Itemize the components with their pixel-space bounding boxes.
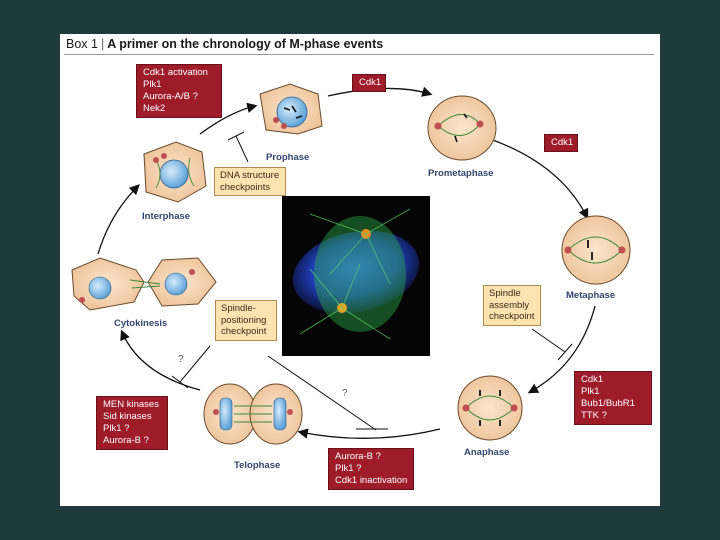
checkpoint-line: Spindle- (221, 303, 256, 314)
kinase-item: Cdk1 inactivation (335, 475, 408, 486)
figure-panel: Box 1|A primer on the chronology of M-ph… (60, 34, 660, 506)
question-mark-upper: ? (178, 354, 184, 365)
arrow-prometaphase-to-metaphase (489, 138, 589, 220)
inhibition-lines (171, 131, 573, 431)
kinase-item: Plk1 ? (335, 463, 362, 474)
label-metaphase: Metaphase (566, 290, 616, 301)
label-prometaphase: Prometaphase (428, 168, 494, 179)
cell-metaphase (561, 215, 631, 285)
label-prophase: Prophase (266, 152, 310, 163)
kinase-box-cdk1-a: Cdk1 (352, 74, 386, 92)
figure-title: Box 1|A primer on the chronology of M-ph… (66, 37, 383, 51)
kinase-item: Plk1 ? (103, 423, 130, 434)
kinase-item: Bub1/BubR1 (581, 398, 635, 409)
kinase-box-telophase: MEN kinases Sid kinases Plk1 ? Aurora-B … (96, 396, 168, 450)
kinase-box-metaphase: Cdk1 Plk1 Bub1/BubR1 TTK ? (574, 371, 652, 425)
arrow-cytokinesis-to-interphase (97, 184, 140, 255)
kinase-item: Cdk1 (581, 374, 604, 385)
label-cytokinesis: Cytokinesis (114, 318, 168, 329)
arrow-metaphase-to-anaphase (527, 305, 596, 394)
checkpoint-line: DNA structure (220, 170, 280, 181)
kinase-item: TTK ? (581, 410, 607, 421)
kinase-item: Cdk1 (359, 77, 382, 88)
kinase-item: Aurora-A/B ? (143, 91, 198, 102)
spindle-assembly-bar (557, 343, 573, 361)
spindle-positioning-inhibition (179, 345, 211, 383)
dna-checkpoint-bar (227, 131, 245, 141)
kinase-item: Cdk1 (551, 137, 574, 148)
cell-cytokinesis (71, 257, 217, 311)
spindle-assembly-inhibition (531, 328, 566, 353)
dna-checkpoint-inhibition (235, 135, 249, 163)
checkpoint-line: assembly (489, 299, 530, 311)
cell-cycle-diagram (71, 83, 631, 445)
label-interphase: Interphase (142, 211, 191, 222)
kinase-item: MEN kinases (103, 399, 159, 410)
checkpoint-box-dna: DNA structure checkpoints (214, 167, 286, 196)
cell-telophase (203, 383, 303, 445)
cell-interphase (143, 141, 207, 203)
question-mark-lower: ? (342, 388, 348, 399)
kinase-item: Nek2 (143, 103, 166, 114)
checkpoint-line: checkpoint (221, 326, 267, 337)
checkpoint-line: checkpoint (489, 311, 535, 322)
anaphase-inhibition (267, 355, 377, 431)
kinase-box-cdk1-b: Cdk1 (544, 134, 578, 152)
label-telophase: Telophase (234, 460, 281, 471)
box-number: Box 1 (66, 37, 98, 51)
cell-prometaphase (427, 95, 497, 161)
checkpoint-line: positioning (221, 314, 267, 326)
title-rule (64, 54, 654, 55)
kinase-item: Aurora-B ? (103, 435, 149, 446)
kinase-box-prophase: Cdk1 activation Plk1 Aurora-A/B ? Nek2 (136, 64, 222, 118)
spindle-positioning-bar (171, 375, 189, 389)
title-text: A primer on the chronology of M-phase ev… (107, 37, 384, 51)
kinase-item: Cdk1 activation (143, 67, 208, 78)
arrow-telophase-to-cytokinesis (120, 329, 201, 391)
arrow-anaphase-to-telophase (297, 428, 441, 439)
checkpoint-box-spindle-assembly: Spindle assembly checkpoint (483, 285, 541, 326)
cell-anaphase (457, 375, 523, 441)
checkpoint-line: Spindle (489, 288, 521, 299)
label-anaphase: Anaphase (464, 447, 510, 458)
arrow-interphase-to-prophase (199, 102, 258, 135)
kinase-box-anaphase: Aurora-B ? Plk1 ? Cdk1 inactivation (328, 448, 414, 490)
kinase-item: Plk1 (581, 386, 600, 397)
checkpoint-box-spindle-positioning: Spindle- positioning checkpoint (215, 300, 277, 341)
kinase-item: Aurora-B ? (335, 451, 381, 462)
kinase-item: Sid kinases (103, 411, 152, 422)
cell-prophase (259, 83, 323, 135)
checkpoint-line: checkpoints (220, 181, 271, 193)
title-separator: | (100, 37, 105, 51)
fluorescence-micrograph (282, 196, 430, 356)
kinase-item: Plk1 (143, 79, 162, 90)
